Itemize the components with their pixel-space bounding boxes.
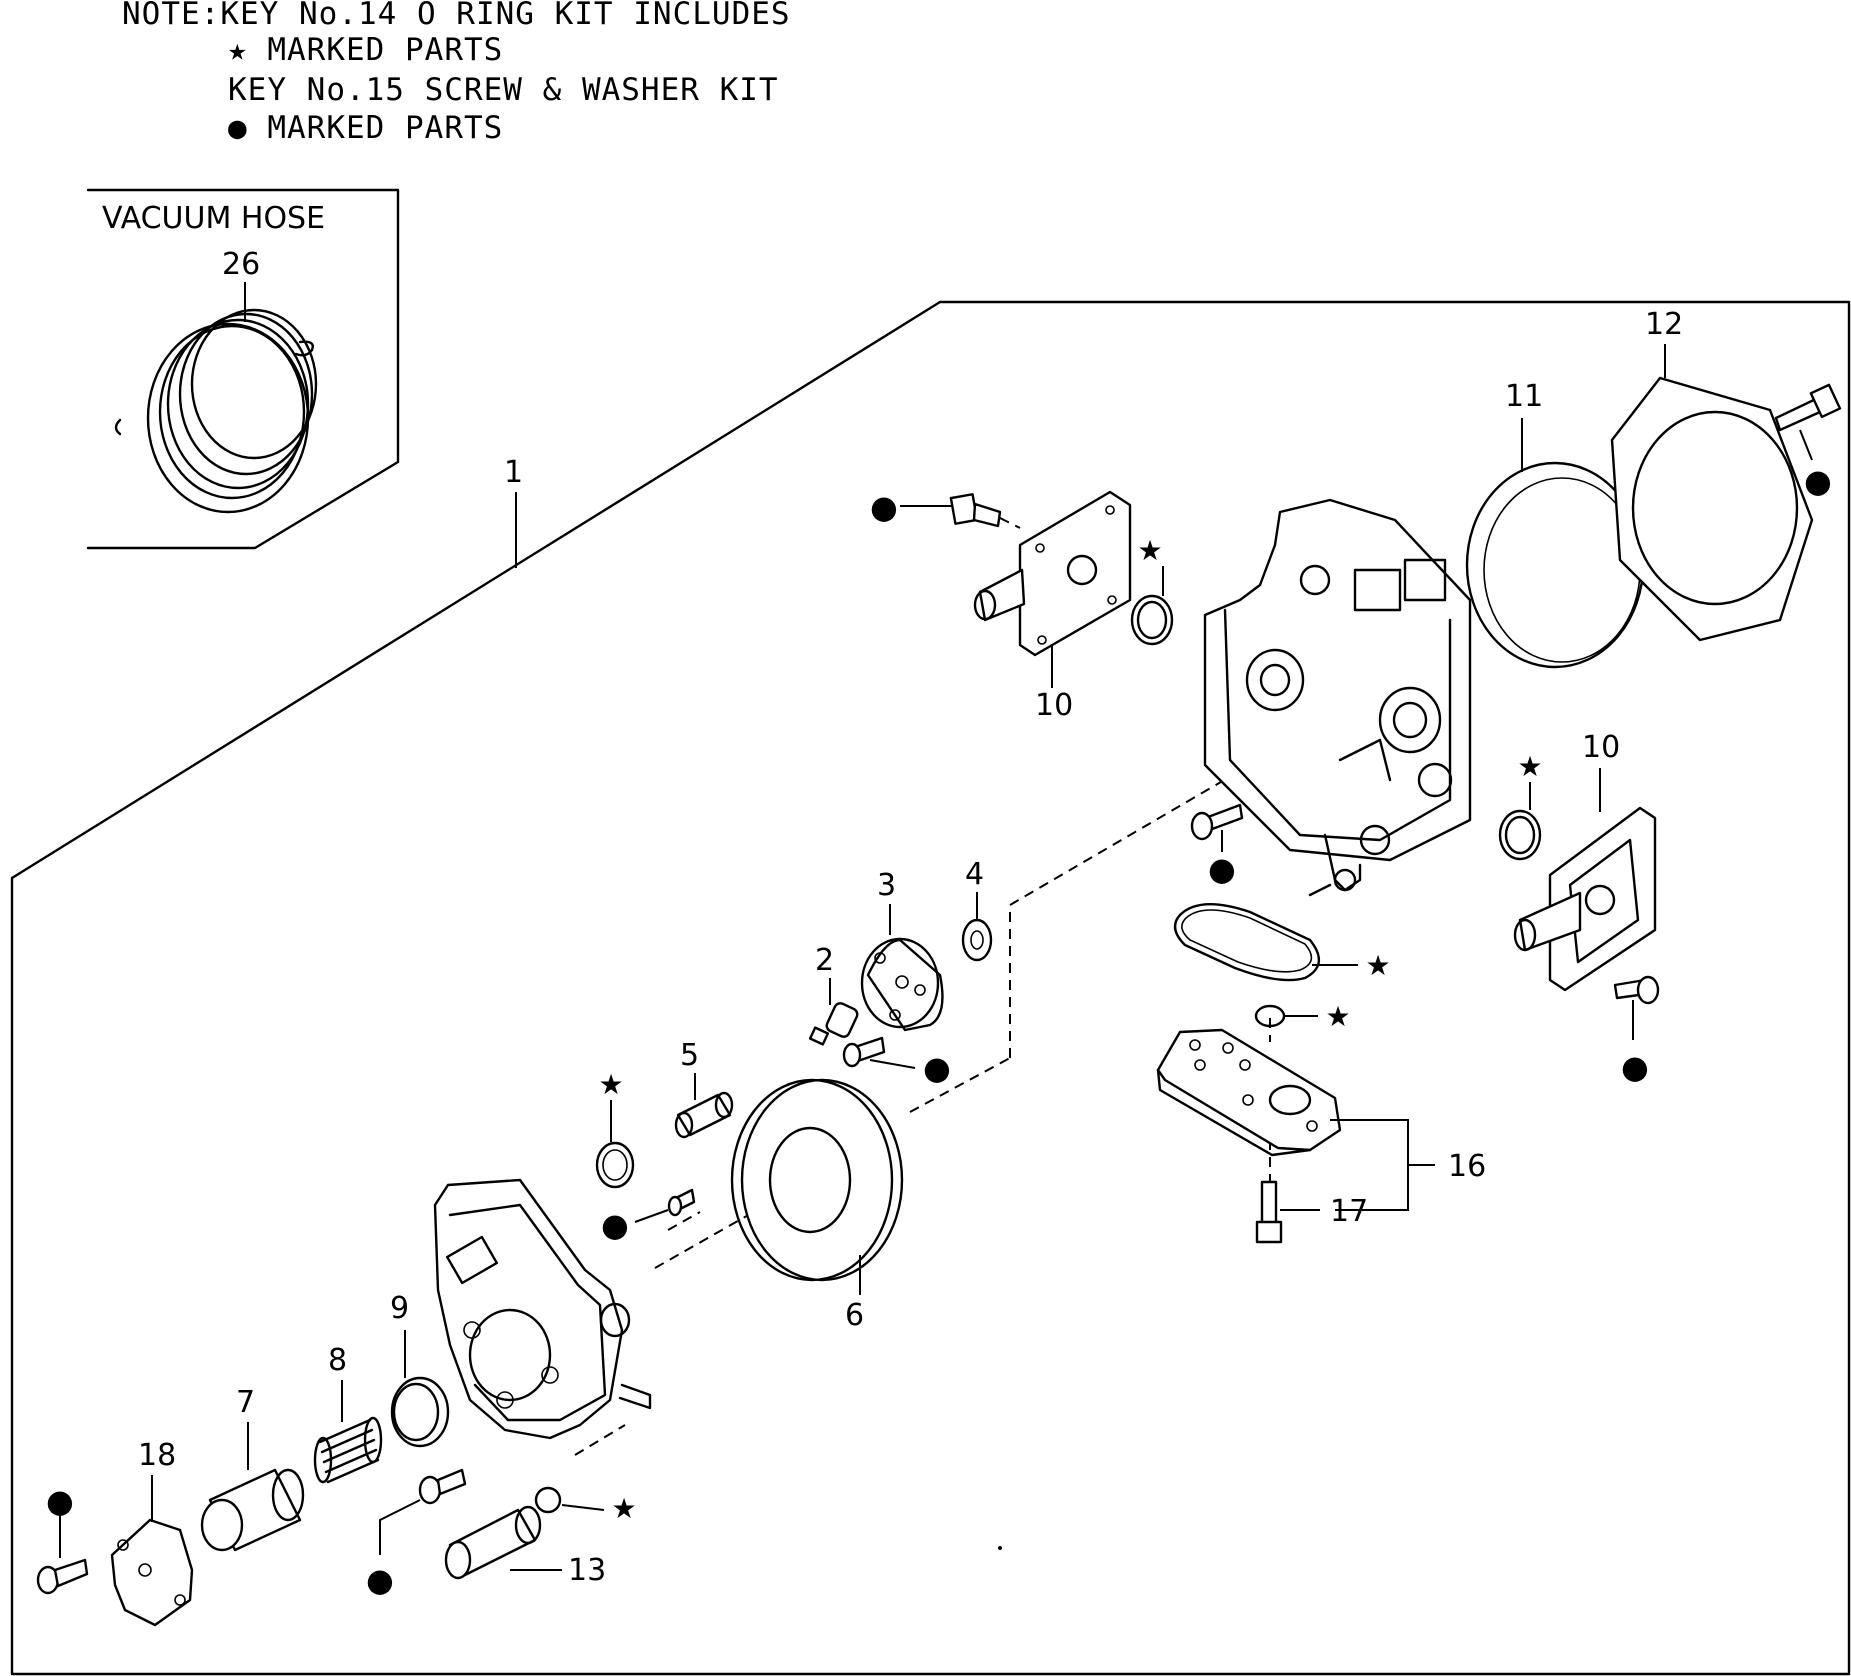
note-line-4: ● MARKED PARTS — [228, 110, 503, 146]
note-line-2: ★ MARKED PARTS — [228, 32, 503, 68]
bracket-18 — [110, 1518, 194, 1627]
dot-icon: ● — [366, 1561, 394, 1599]
dot-icon: ● — [870, 488, 898, 526]
cover-10-lower — [1513, 806, 1657, 992]
o-ring-right — [1498, 809, 1542, 861]
star-icon: ★ — [1517, 750, 1542, 783]
callout-3: 3 — [877, 868, 896, 903]
callout-13: 13 — [568, 1553, 606, 1588]
assembly-line-13 — [574, 1424, 626, 1456]
oval-gasket — [1173, 902, 1320, 982]
callout-11: 11 — [1505, 379, 1543, 414]
o-ring-left — [595, 1141, 635, 1189]
pin-2 — [808, 1002, 859, 1046]
pin-5 — [674, 1091, 734, 1139]
note-line-2-text: MARKED PARTS — [267, 32, 504, 68]
callout-4: 4 — [965, 857, 984, 892]
screw-12 — [1774, 383, 1842, 432]
small-o-ring — [1254, 1004, 1286, 1028]
cover-plate-12 — [1610, 376, 1814, 642]
note-line-3: KEY No.15 SCREW & WASHER KIT — [228, 72, 779, 108]
callout-26: 26 — [222, 247, 260, 282]
assembly-line-mid — [909, 1057, 1011, 1113]
vacuum-hose-inset: VACUUM HOSE 26 — [86, 188, 400, 550]
callout-2: 2 — [815, 943, 834, 978]
inset-title: VACUUM HOSE — [102, 201, 325, 236]
star-icon: ★ — [228, 32, 248, 68]
end-cover-housing — [433, 1178, 652, 1440]
screw-17 — [1255, 1180, 1283, 1244]
cover-10-upper — [973, 490, 1132, 657]
screw-small — [667, 1188, 696, 1217]
piston-7 — [200, 1468, 305, 1552]
assembly-boundary — [10, 300, 1851, 1676]
ring-9 — [390, 1376, 450, 1448]
note-line-4-text: MARKED PARTS — [267, 110, 504, 146]
star-icon: ★ — [598, 1068, 623, 1101]
screw-upper-cover — [949, 493, 1002, 528]
screw-body — [1190, 803, 1244, 841]
callout-8: 8 — [328, 1343, 347, 1378]
assembly-line-screw — [667, 1211, 701, 1231]
screw-plate-3 — [842, 1036, 886, 1068]
dot-icon: ● — [1208, 850, 1236, 888]
o-ring-upper — [1130, 594, 1174, 646]
sleeve-13 — [444, 1505, 542, 1580]
inset-frame — [86, 188, 400, 550]
screw-bottom-mid — [418, 1468, 467, 1505]
cover-16 — [1156, 1028, 1342, 1157]
o-ring-13 — [534, 1486, 562, 1514]
pump-body — [1203, 498, 1472, 897]
star-icon: ★ — [1137, 534, 1162, 567]
plate-3 — [860, 937, 944, 1032]
spring-8 — [313, 1416, 383, 1484]
callout-1: 1 — [504, 455, 523, 490]
callout-16: 16 — [1448, 1149, 1486, 1184]
dot-icon: ● — [1621, 1048, 1649, 1086]
vacuum-hose-coil-icon — [114, 308, 318, 514]
dot-icon: ● — [601, 1206, 629, 1244]
callout-18: 18 — [138, 1438, 176, 1473]
assembly-line-lower — [654, 1179, 811, 1269]
star-icon: ★ — [1365, 949, 1390, 982]
speck — [998, 1546, 1002, 1550]
disk-6 — [730, 1078, 904, 1282]
callout-10-lower: 10 — [1582, 730, 1620, 765]
callout-6: 6 — [845, 1298, 864, 1333]
callout-7: 7 — [236, 1385, 255, 1420]
dot-icon: ● — [46, 1482, 74, 1520]
callout-9: 9 — [390, 1291, 409, 1326]
screw-bottom-left — [36, 1558, 89, 1595]
dot-icon: ● — [923, 1049, 951, 1087]
assembly-line-upper — [1009, 764, 1251, 1058]
dot-icon: ● — [1804, 462, 1832, 500]
callout-5: 5 — [680, 1038, 699, 1073]
note-line-1: NOTE:KEY No.14 O RING KIT INCLUDES — [122, 0, 791, 32]
washer-4 — [961, 918, 993, 962]
callout-10-upper: 10 — [1035, 688, 1073, 723]
star-icon: ★ — [611, 1492, 636, 1525]
callout-17: 17 — [1330, 1194, 1368, 1229]
dot-icon: ● — [228, 110, 248, 146]
callout-12: 12 — [1645, 307, 1683, 342]
screw-lower-cover — [1613, 975, 1660, 1005]
star-icon: ★ — [1325, 1000, 1350, 1033]
